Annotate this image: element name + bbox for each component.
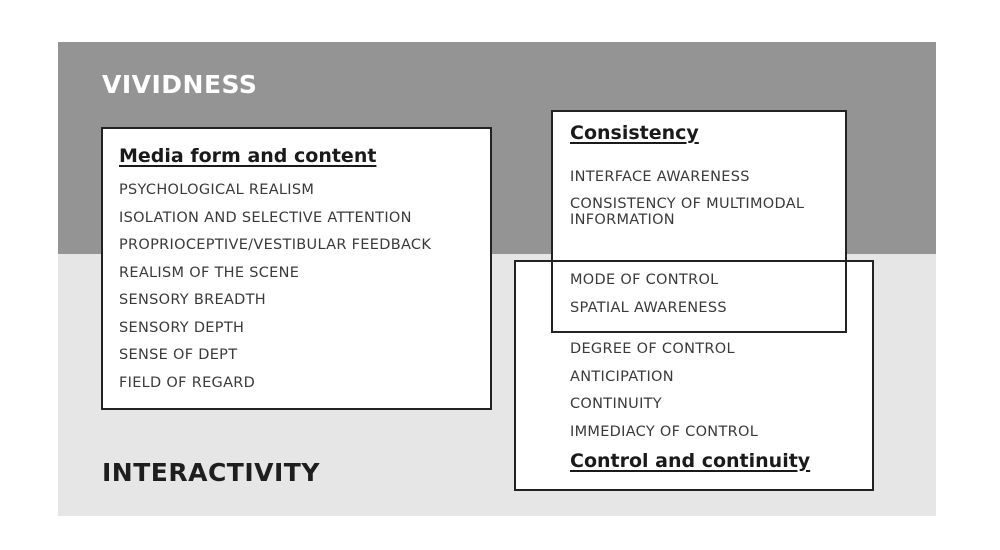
list-item: SENSORY DEPTH (119, 319, 245, 336)
control-continuity-list: DEGREE OF CONTROL ANTICIPATION CONTINUIT… (570, 341, 758, 451)
consistency-list: INTERFACE AWARENESS CONSISTENCY OF MULTI… (570, 169, 840, 228)
consistency-box (551, 110, 847, 333)
control-continuity-box (514, 260, 874, 491)
list-item: ISOLATION AND SELECTIVE ATTENTION (119, 209, 412, 226)
interactivity-title: INTERACTIVITY (102, 458, 320, 487)
control-continuity-heading: Control and continuity (570, 450, 811, 472)
list-item: INTERFACE AWARENESS (570, 169, 750, 185)
list-item: SPATIAL AWARENESS (570, 299, 727, 316)
list-item: SENSORY BREADTH (119, 292, 266, 308)
list-item: IMMEDIACY OF CONTROL (570, 423, 759, 440)
list-item: CONSISTENCY OF MULTIMODAL INFORMATION (570, 196, 805, 228)
consistency-heading: Consistency (570, 122, 699, 144)
vividness-title: VIVIDNESS (102, 70, 258, 99)
list-item: CONTINUITY (570, 396, 662, 412)
list-item: REALISM OF THE SCENE (119, 264, 300, 281)
list-item: PSYCHOLOGICAL REALISM (119, 182, 315, 198)
list-item: SENSE OF DEPT (119, 347, 238, 363)
list-item: DEGREE OF CONTROL (570, 341, 735, 357)
list-item: ANTICIPATION (570, 368, 674, 385)
overlap-list: MODE OF CONTROL SPATIAL AWARENESS (570, 272, 727, 327)
list-item: FIELD OF REGARD (119, 374, 256, 391)
consistency-box-fill (553, 112, 845, 260)
media-form-box (101, 127, 492, 410)
list-item: MODE OF CONTROL (570, 272, 719, 288)
media-form-list: PSYCHOLOGICAL REALISM ISOLATION AND SELE… (119, 182, 431, 402)
list-item: PROPRIOCEPTIVE/VESTIBULAR FEEDBACK (119, 237, 432, 253)
media-form-heading: Media form and content (119, 145, 377, 167)
